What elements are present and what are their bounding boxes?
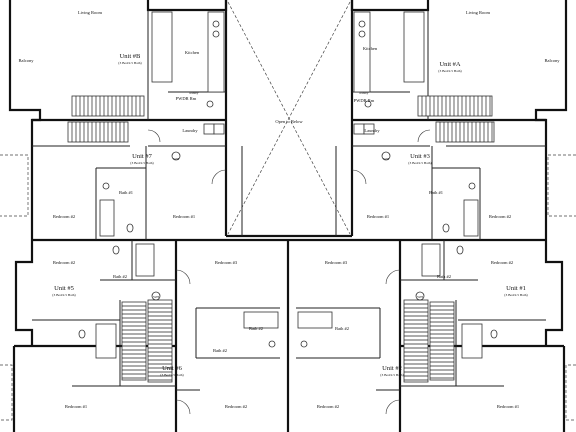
- unit-b-label: Unit #B: [120, 53, 141, 60]
- label-bedroom1-upper-left: Bedroom #1: [173, 214, 195, 219]
- label-balcony-right: Balcony: [545, 58, 561, 63]
- label-pwdr-right: PWDR Rm: [354, 98, 375, 103]
- label-bath2-lower-left: Bath #2: [113, 274, 127, 279]
- label-bedroom2-upper-right: Bedroom #2: [489, 214, 511, 219]
- label-pantry-left: Pantry: [189, 91, 198, 95]
- unit-3-sub: (3 Bed/2.5 Bath): [408, 161, 432, 165]
- unit-6-label: Unit #6: [162, 365, 182, 372]
- label-bedroom2-lower-left: Bedroom #2: [53, 260, 75, 265]
- room-labels: Living Room Living Room Balcony Balcony …: [19, 10, 561, 409]
- open-to-below: Open to Below: [227, 1, 351, 235]
- label-wh-2: WH: [383, 157, 389, 161]
- interior-walls-upper: [32, 10, 546, 240]
- open-to-below-label: Open to Below: [275, 119, 303, 124]
- label-laundry-left: Laundry: [182, 128, 198, 133]
- label-bedroom2-bottom-left: Bedroom #2: [225, 404, 247, 409]
- unit-a-sub: (3 Bed/2.5 Bath): [438, 69, 462, 73]
- unit-a-label: Unit #A: [439, 61, 460, 68]
- stair-treads: [71, 96, 493, 381]
- label-bedroom2-bottom-right: Bedroom #2: [317, 404, 339, 409]
- label-bath2-lower-right: Bath #2: [437, 274, 451, 279]
- label-bath2-center-right: Bath #2: [335, 326, 349, 331]
- interior-walls-lower: [32, 240, 546, 391]
- exterior-walls: [8, 0, 568, 432]
- label-pwdr-left: PWDR Rm: [176, 96, 197, 101]
- label-bath1-right: Bath #1: [429, 190, 443, 195]
- label-balcony-left: Balcony: [19, 58, 35, 63]
- label-living-room-right: Living Room: [466, 10, 491, 15]
- label-bath2-center-left: Bath #2: [249, 326, 263, 331]
- unit-5-label: Unit #5: [54, 285, 74, 292]
- balcony-outlines: [0, 154, 576, 421]
- unit-2-label: Unit #2: [382, 365, 402, 372]
- unit-6-sub: (3 Bed/2.5 Bath): [160, 373, 184, 377]
- fixtures: [78, 11, 498, 359]
- label-pantry-right: Pantry: [359, 91, 368, 95]
- label-bedroom3-right: Bedroom #3: [325, 260, 348, 265]
- label-bath2-hall-left: Bath #2: [213, 348, 227, 353]
- label-bedroom1-lower-right: Bedroom #1: [497, 404, 519, 409]
- label-laundry-right: Laundry: [364, 128, 380, 133]
- unit-3-label: Unit #3: [410, 153, 430, 160]
- label-bedroom1-upper-right: Bedroom #1: [367, 214, 389, 219]
- label-bath1-left: Bath #1: [119, 190, 133, 195]
- unit-7-sub: (3 Bed/2.5 Bath): [130, 161, 154, 165]
- label-kitchen-left: Kitchen: [185, 50, 200, 55]
- unit-1-label: Unit #1: [506, 285, 526, 292]
- label-bedroom2-upper-left: Bedroom #2: [53, 214, 75, 219]
- label-bedroom1-lower-left: Bedroom #1: [65, 404, 87, 409]
- stairs: [67, 95, 495, 383]
- label-wh-4: WH: [417, 295, 423, 299]
- unit-b-sub: (3 Bed/2.5 Bath): [118, 61, 142, 65]
- unit-2-sub: (3 Bed/2.5 Bath): [380, 373, 404, 377]
- label-wh-1: WH: [173, 157, 179, 161]
- unit-labels: Unit #B (3 Bed/2.5 Bath) Unit #A (3 Bed/…: [52, 53, 528, 377]
- label-wh-3: WH: [153, 295, 159, 299]
- unit-5-sub: (3 Bed/2.5 Bath): [52, 293, 76, 297]
- label-bedroom2-lower-right: Bedroom #2: [491, 260, 513, 265]
- unit-7-label: Unit #7: [132, 153, 152, 160]
- door-swings: [147, 129, 431, 415]
- unit-1-sub: (3 Bed/2.5 Bath): [504, 293, 528, 297]
- label-living-room-left: Living Room: [78, 10, 103, 15]
- label-bedroom3-left: Bedroom #3: [215, 260, 238, 265]
- label-kitchen-right: Kitchen: [363, 46, 378, 51]
